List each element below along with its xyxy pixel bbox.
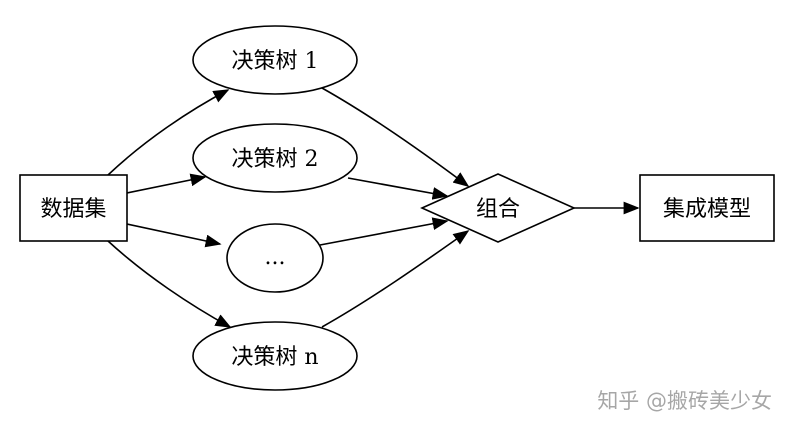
node-ellipsis-label: ... [265,245,286,270]
node-dataset: 数据集 [19,174,128,242]
edge-ellipsis-to-combine [319,217,449,246]
node-combine-label: 组合 [476,197,520,222]
edge-dataset-to-tree1 [107,89,230,176]
node-tree2: 决策树 2 [192,123,358,193]
node-tree1: 决策树 1 [192,25,358,95]
node-treeN-label: 决策树 n [231,345,318,370]
node-ensemble: 集成模型 [639,174,775,242]
node-combine: 组合 [420,173,576,243]
node-dataset-label: 数据集 [40,197,106,222]
node-treeN: 决策树 n [192,321,358,391]
edge-tree2-to-combine [347,177,449,200]
node-tree1-label: 决策树 1 [232,49,319,74]
node-tree2-label: 决策树 2 [232,147,319,172]
watermark: 知乎 @搬砖美少女 [597,389,772,413]
edge-dataset-to-ellipsis [126,223,222,248]
node-ellipsis: ... [226,223,324,293]
edge-tree1-to-combine [321,87,470,187]
node-ensemble-label: 集成模型 [663,197,751,222]
edge-treeN-to-combine [321,230,470,328]
edge-dataset-to-treeN [107,240,232,328]
edge-dataset-to-tree2 [126,173,207,194]
